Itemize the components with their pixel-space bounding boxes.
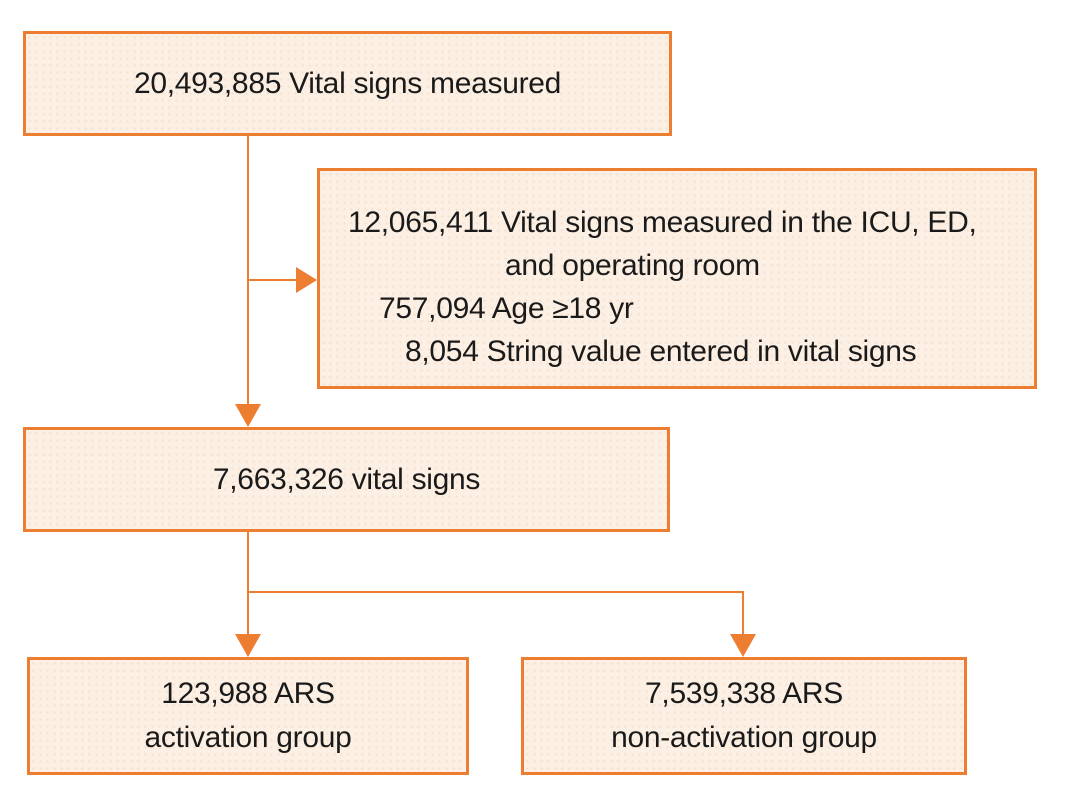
ars-activation-label: activation group xyxy=(144,721,352,754)
box-ars-non-activation-group: 7,539,338 ARS non-activation group xyxy=(521,657,967,775)
arrowhead-down-icon xyxy=(235,634,261,657)
box-vital-signs-measured-label: 20,493,885 Vital signs measured xyxy=(133,67,562,100)
connector-branch-to-exclusions xyxy=(247,279,297,281)
box-ars-activation-group: 123,988 ARS activation group xyxy=(27,657,469,775)
exclusion-line-continuation: and operating room xyxy=(505,249,760,282)
ars-non-activation-label: non-activation group xyxy=(611,721,877,754)
exclusion-line: 757,094 Age ≥18 yr xyxy=(379,292,634,325)
connector-fork-to-non-activation xyxy=(742,591,744,635)
arrowhead-down-icon xyxy=(235,404,261,427)
exclusion-line: 12,065,411 Vital signs measured in the I… xyxy=(348,206,977,239)
arrowhead-down-icon xyxy=(730,634,756,657)
box-filtered-vital-signs-label: 7,663,326 vital signs xyxy=(212,463,481,496)
ars-activation-count: 123,988 ARS xyxy=(161,677,335,710)
connector-fork-horizontal xyxy=(247,591,744,593)
ars-non-activation-count: 7,539,338 ARS xyxy=(645,677,843,710)
connector-fork-to-activation xyxy=(247,591,249,635)
connector-middle-to-fork xyxy=(247,532,249,593)
connector-top-to-middle xyxy=(247,136,249,405)
exclusion-line: 8,054 String value entered in vital sign… xyxy=(405,335,917,368)
box-vital-signs-measured: 20,493,885 Vital signs measured xyxy=(23,31,672,136)
arrowhead-right-icon xyxy=(296,267,317,293)
box-filtered-vital-signs: 7,663,326 vital signs xyxy=(23,427,670,532)
box-exclusions: 12,065,411 Vital signs measured in the I… xyxy=(317,168,1037,389)
